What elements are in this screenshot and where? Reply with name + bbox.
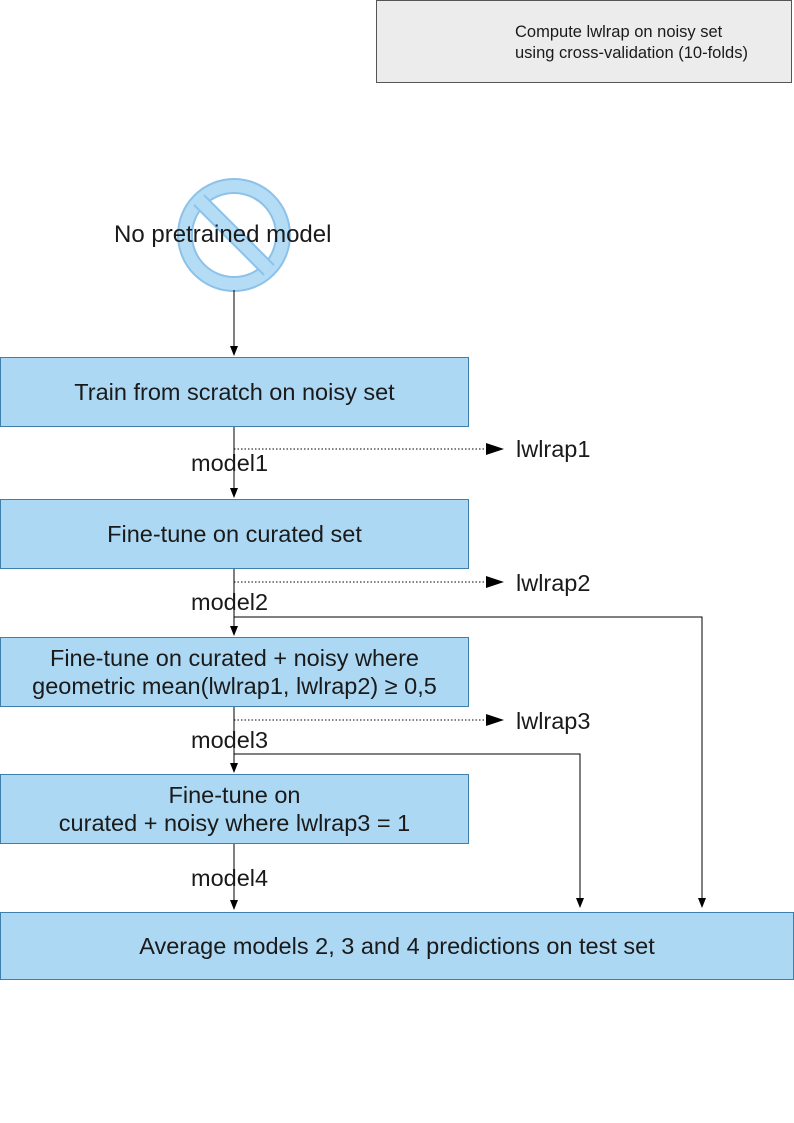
- lwlrap1-label: lwlrap1: [516, 436, 591, 462]
- legend-box: Compute lwlrap on noisy set using cross-…: [376, 0, 792, 83]
- fine-tune-geometric-mean-line-1: Fine-tune on curated + noisy where: [49, 645, 420, 671]
- model4-label: model4: [191, 865, 269, 891]
- model2-label: model2: [191, 589, 269, 615]
- no-pretrained-model-label: No pretrained model: [114, 221, 332, 248]
- connector-model3-to-average: [234, 753, 584, 908]
- connector-model2-to-average: [234, 616, 706, 908]
- model3-label: model3: [191, 727, 269, 753]
- legend-line-2: using cross-validation (10-folds): [515, 44, 748, 62]
- fine-tune-lwlrap3-line-2: curated + noisy where lwlrap3 = 1: [58, 810, 411, 836]
- fine-tune-curated-box: Fine-tune on curated set: [0, 499, 469, 569]
- lwlrap3-label: lwlrap3: [516, 708, 591, 734]
- train-from-scratch-box: Train from scratch on noisy set: [0, 357, 469, 427]
- legend-text: Compute lwlrap on noisy set using cross-…: [515, 22, 748, 64]
- fine-tune-geometric-mean-box: Fine-tune on curated + noisy where geome…: [0, 637, 469, 707]
- model1-label: model1: [191, 450, 269, 476]
- fine-tune-lwlrap3-line-1: Fine-tune on: [168, 782, 301, 808]
- fine-tune-curated-label: Fine-tune on curated set: [107, 521, 362, 547]
- prohibited-icon: [177, 178, 291, 292]
- fine-tune-geometric-mean-line-2: geometric mean(lwlrap1, lwlrap2) ≥ 0,5: [32, 673, 437, 699]
- average-models-box: Average models 2, 3 and 4 predictions on…: [0, 912, 794, 980]
- average-models-label: Average models 2, 3 and 4 predictions on…: [139, 933, 655, 959]
- legend-line-1: Compute lwlrap on noisy set: [515, 23, 723, 41]
- fine-tune-lwlrap3-box: Fine-tune on curated + noisy where lwlra…: [0, 774, 469, 844]
- train-from-scratch-label: Train from scratch on noisy set: [74, 379, 395, 405]
- lwlrap2-label: lwlrap2: [516, 570, 591, 596]
